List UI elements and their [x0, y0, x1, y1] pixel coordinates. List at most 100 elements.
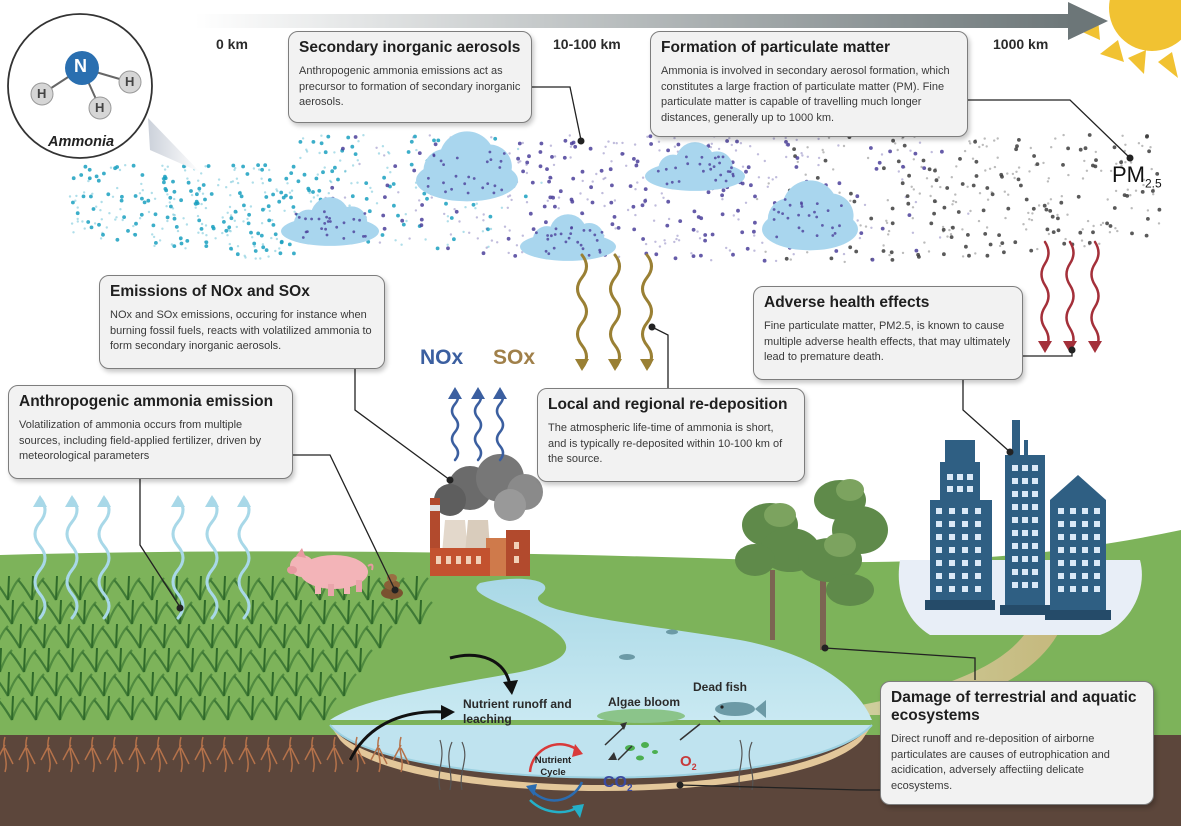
particle [1034, 163, 1037, 167]
particle [800, 152, 803, 155]
particle [264, 195, 269, 199]
particle [1115, 162, 1118, 165]
particle [973, 139, 977, 144]
pm25-label: PM2.5 [1112, 162, 1162, 191]
particle [319, 141, 324, 146]
particle [550, 155, 554, 159]
box-formation-pm: Formation of particulate matter Ammonia … [650, 31, 968, 137]
particle [1094, 150, 1098, 154]
particle [550, 195, 554, 198]
particle [82, 191, 86, 194]
particle [235, 177, 239, 180]
particle [986, 198, 990, 201]
particle [367, 209, 372, 214]
particle [226, 211, 229, 214]
particle [640, 203, 645, 208]
pm-arrows [1038, 240, 1102, 353]
particle [417, 151, 422, 156]
particle [1147, 149, 1151, 154]
crop-plant [117, 599, 145, 625]
arrowhead [205, 495, 219, 507]
crop-plant [57, 647, 85, 673]
particle [253, 245, 256, 248]
arrowhead [493, 387, 507, 399]
particle [70, 222, 74, 225]
particle [172, 189, 177, 194]
particle [784, 140, 788, 144]
window [962, 508, 968, 514]
nutrient-runoff-label: Nutrient runoff and leaching [463, 697, 572, 726]
particle [615, 142, 618, 145]
particle [414, 209, 418, 212]
particle [1031, 212, 1034, 215]
particle [231, 163, 236, 168]
particle [625, 164, 628, 167]
particle [386, 166, 389, 169]
particle [229, 230, 232, 233]
particle [1151, 189, 1155, 193]
particle [557, 207, 560, 210]
arrowhead [171, 495, 185, 507]
hydrogen-symbol: H [95, 100, 105, 115]
particle [204, 165, 207, 168]
particle [404, 213, 407, 216]
particle [71, 176, 76, 181]
particle [120, 194, 124, 199]
particle [485, 227, 488, 230]
wavy-arrow [495, 388, 505, 462]
particle [490, 136, 493, 139]
particle [165, 215, 170, 220]
root [392, 736, 410, 773]
particle [1106, 198, 1109, 201]
particle [1014, 147, 1018, 152]
particle [604, 145, 607, 148]
particle [613, 199, 617, 202]
particle [99, 237, 103, 240]
clouds [281, 131, 858, 261]
box-adverse-health: Adverse health effects Fine particulate … [753, 286, 1023, 380]
particle [643, 199, 648, 203]
crop-plant [345, 647, 373, 673]
particle [703, 233, 708, 237]
particle [134, 221, 138, 226]
particle [999, 172, 1004, 177]
runoff-arrows [348, 653, 512, 761]
particle [657, 140, 661, 143]
particle [1146, 209, 1150, 212]
crop-plant [257, 575, 285, 601]
particle [849, 199, 852, 202]
particle [1007, 193, 1010, 196]
sun-icon [1078, 0, 1181, 78]
particle [260, 167, 264, 172]
particle [197, 179, 200, 182]
particle [234, 166, 237, 170]
particle [462, 230, 465, 234]
molecule-callout [7, 13, 200, 172]
particle [119, 208, 122, 211]
particle [350, 144, 355, 149]
particle [806, 251, 809, 254]
particle [1048, 209, 1053, 213]
window [1094, 573, 1100, 579]
particle [888, 149, 892, 154]
particle [153, 197, 157, 200]
particle [194, 206, 197, 209]
particle [969, 209, 972, 213]
particle [209, 192, 214, 196]
crop-plant [113, 671, 141, 697]
particle [666, 148, 670, 153]
particle [1062, 133, 1065, 137]
particle [997, 233, 1001, 238]
particle [197, 218, 202, 223]
particle [548, 175, 553, 180]
particle [182, 217, 185, 220]
particle [789, 258, 792, 261]
crop-plant [209, 575, 237, 601]
particle [86, 220, 91, 224]
crop-plant [0, 647, 13, 673]
particle [305, 150, 309, 153]
particle [749, 145, 752, 148]
particle [1150, 167, 1153, 171]
particle [877, 160, 882, 165]
particle [100, 200, 103, 204]
